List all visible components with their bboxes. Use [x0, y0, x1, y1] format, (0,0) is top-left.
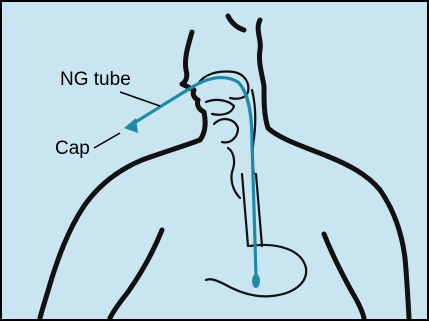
ng-tube-label: NG tube: [60, 69, 131, 90]
cap-label: Cap: [55, 138, 90, 159]
ng-tube-tip: [252, 274, 260, 288]
